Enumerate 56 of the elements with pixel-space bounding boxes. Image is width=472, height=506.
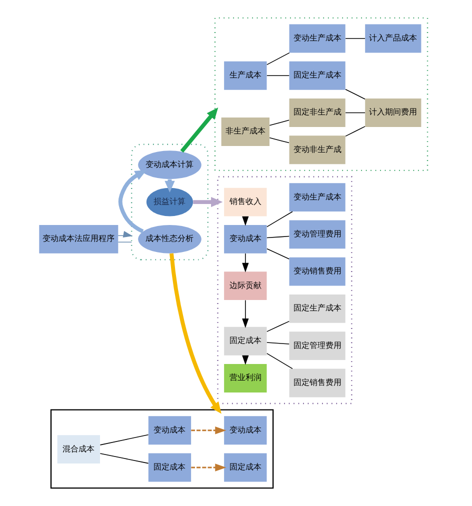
cluster xyxy=(50,409,274,489)
connector xyxy=(344,126,365,137)
node-box: 变动生产成本 xyxy=(288,24,345,53)
node-ellipse: 变动成本计算 xyxy=(138,150,201,180)
connector xyxy=(266,211,292,228)
arrow xyxy=(190,426,226,434)
connector xyxy=(344,38,365,39)
node-box: 固定成本 xyxy=(148,453,191,482)
node-box: 变动销售费用 xyxy=(288,257,345,286)
node-ellipse: 损益计算 xyxy=(146,188,193,216)
node-box: 生产成本 xyxy=(224,61,266,90)
node-box: 混合成本 xyxy=(56,435,100,464)
node-box: 固定生产成本 xyxy=(288,294,345,323)
node-box: 计入期间费用 xyxy=(364,98,421,127)
connector xyxy=(266,75,290,76)
node-box: 变动生产成本 xyxy=(288,183,345,212)
node-box: 变动管理费用 xyxy=(288,220,345,249)
node-box: 固定非生产成 xyxy=(288,98,345,127)
cluster xyxy=(130,144,208,260)
cluster xyxy=(216,176,352,404)
connector xyxy=(266,342,290,344)
node-box: 变动成本 xyxy=(148,416,191,445)
connector xyxy=(99,453,148,464)
arrow xyxy=(242,300,248,328)
node-box: 非生产成本 xyxy=(220,118,269,146)
arrow xyxy=(169,253,221,414)
connector xyxy=(266,320,290,332)
node-box: 固定成本 xyxy=(224,453,266,482)
connector xyxy=(266,236,290,238)
node-box: 变动成本 xyxy=(224,416,266,445)
arrow xyxy=(242,253,248,272)
node-box: 边际贡献 xyxy=(224,272,266,300)
node-box: 变动成本 xyxy=(224,224,266,254)
arrow xyxy=(180,108,218,153)
node-box: 营业利润 xyxy=(224,364,266,392)
node-box: 固定销售费用 xyxy=(288,368,345,398)
arrow xyxy=(117,231,132,238)
node-ellipse: 成本性态分析 xyxy=(138,224,201,254)
node-box: 变动成本法应用程序 xyxy=(38,224,118,254)
connector xyxy=(266,353,292,370)
arrow xyxy=(192,196,222,208)
connector xyxy=(344,112,365,114)
connector xyxy=(268,137,289,144)
connector xyxy=(99,434,148,446)
connector xyxy=(117,242,132,243)
connector xyxy=(266,248,290,260)
arrow xyxy=(118,170,146,234)
node-box: 计入产品成本 xyxy=(364,24,421,53)
node-box: 固定管理费用 xyxy=(288,332,345,360)
connector xyxy=(344,88,365,100)
arrow xyxy=(190,464,226,472)
connector xyxy=(268,120,289,126)
node-box: 变动非生产成 xyxy=(288,136,345,164)
connector xyxy=(266,52,290,66)
cluster xyxy=(214,17,428,172)
node-box: 固定生产成本 xyxy=(288,61,345,90)
